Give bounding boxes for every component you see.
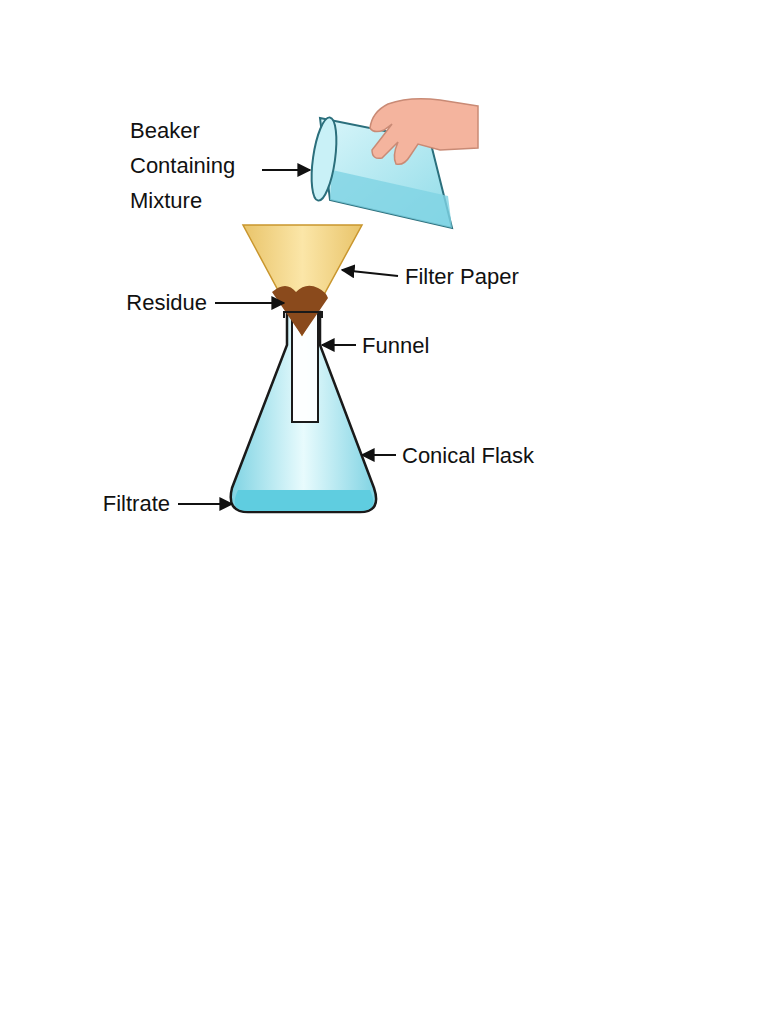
filtrate-liquid <box>235 490 374 511</box>
part-label: Filtrate <box>103 486 170 521</box>
conical-flask <box>231 312 376 512</box>
part-label: Residue <box>126 285 207 320</box>
filter-paper <box>243 225 362 336</box>
hand <box>370 99 478 165</box>
part-label: Beaker Containing Mixture <box>130 113 255 218</box>
part-label: Funnel <box>362 328 429 363</box>
part-label: Filter Paper <box>405 259 519 294</box>
residue <box>272 286 328 336</box>
part-label: Conical Flask <box>402 438 534 473</box>
